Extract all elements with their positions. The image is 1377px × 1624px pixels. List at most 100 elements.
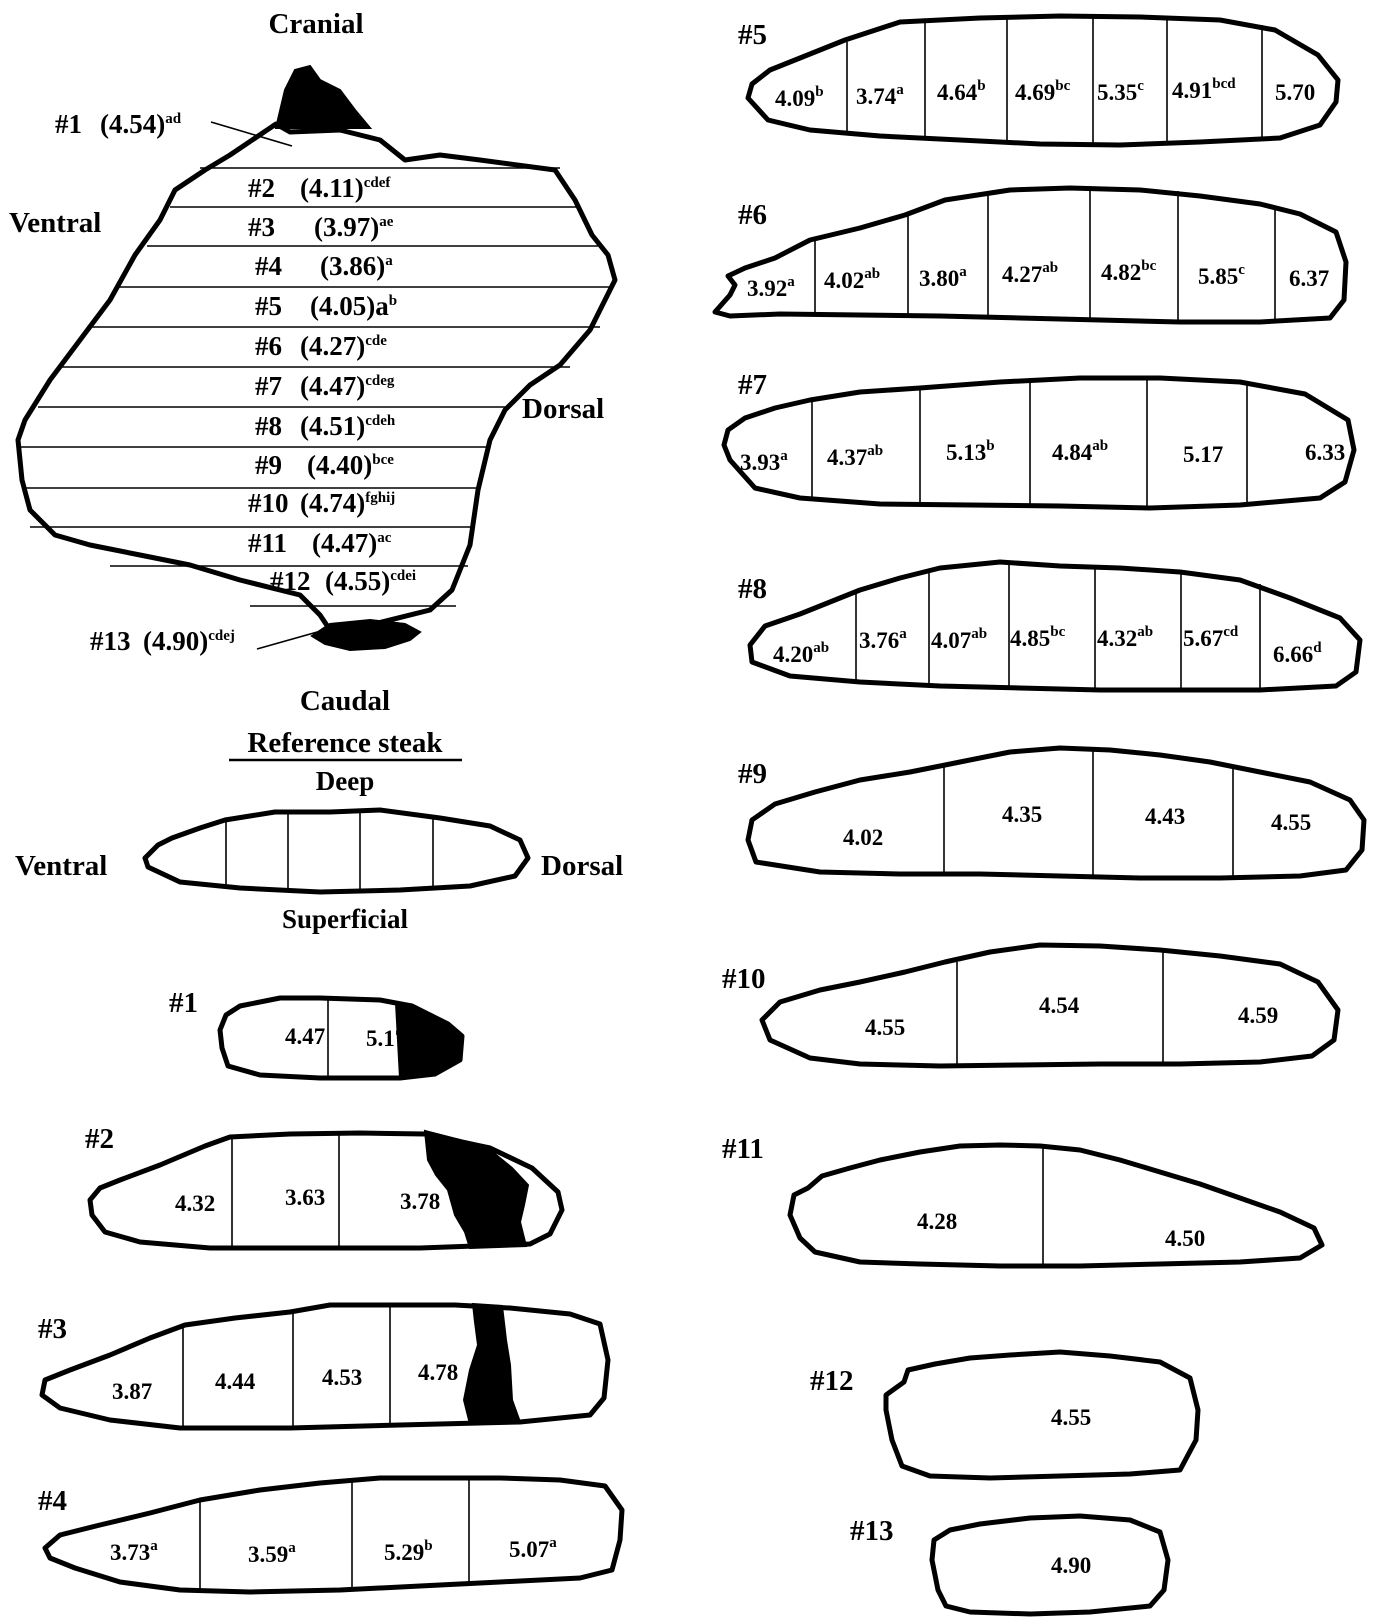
steak-id-label: #2 (85, 1123, 114, 1155)
slice-value: (4.74)fghij (300, 488, 395, 518)
cell-value: 4.07ab (931, 626, 987, 653)
slice-number: #6 (255, 331, 282, 361)
cell-value: 4.32 (175, 1191, 215, 1216)
cell-value: 3.87 (112, 1379, 152, 1404)
cell-value: 4.64b (937, 78, 986, 105)
cell-value: 4.35 (1002, 802, 1042, 827)
steak-11 (787, 1142, 1325, 1269)
superscript: cdeh (365, 413, 396, 429)
superscript: ab (1042, 260, 1058, 276)
superscript: b (815, 84, 823, 100)
slice-lines (20, 167, 612, 607)
superscript: bc (1055, 78, 1070, 94)
superscript: ab (971, 626, 987, 642)
superscript: b (977, 78, 985, 94)
steak-id-label: #4 (38, 1485, 67, 1517)
cell-value: 6.37 (1289, 266, 1329, 291)
reference-ventral-label: Ventral (15, 850, 107, 882)
cell-value: 4.53 (322, 1365, 362, 1390)
cell-value: 3.59a (248, 1540, 296, 1567)
slice-value: (4.47)cdeg (300, 371, 395, 401)
steak-3 (39, 1302, 611, 1431)
superscript: a (385, 253, 393, 269)
cell-value: 6.33 (1305, 440, 1345, 465)
superscript: bcd (1212, 76, 1236, 92)
slice-13-leader (256, 626, 336, 650)
steak-5 (745, 13, 1341, 148)
superscript: d (1313, 640, 1322, 656)
slice-number: #4 (255, 251, 282, 281)
reference-steak: Reference steak Deep Superficial Ventral… (15, 727, 623, 934)
cell-value: 3.63 (285, 1185, 325, 1210)
slice-value: (4.40)bce (307, 450, 394, 480)
superscript: c (1137, 78, 1144, 94)
reference-dorsal-label: Dorsal (541, 850, 623, 882)
cell-value: 4.44 (215, 1369, 256, 1394)
steak-id-label: #6 (738, 199, 767, 231)
cell-value: 3.78 (400, 1189, 440, 1214)
cell-value: 4.82bc (1101, 258, 1157, 285)
cell-value: 4.02ab (824, 266, 880, 293)
steak-7 (721, 375, 1357, 511)
cell-value: 5.70 (1275, 80, 1315, 105)
cell-value: 4.27ab (1002, 260, 1058, 287)
superscript: cdeg (365, 373, 395, 389)
slice-number: #10 (248, 488, 289, 518)
superficial-label: Superficial (282, 904, 408, 934)
cell-value: 6.66d (1273, 640, 1322, 667)
slice-value: (4.54)ad (100, 109, 182, 139)
cell-value: 4.78 (418, 1360, 458, 1385)
cell-value: 4.09b (775, 84, 824, 111)
superscript: cdej (208, 628, 235, 644)
ventral-label: Ventral (9, 207, 101, 239)
superscript: ad (165, 111, 182, 127)
cell-value: 4.50 (1165, 1226, 1205, 1251)
dorsal-label: Dorsal (522, 393, 604, 425)
superscript: cd (1223, 624, 1239, 640)
steak-id-label: #12 (810, 1365, 854, 1397)
main-muscle: Cranial Ventral Dorsal Caudal #1(4.54)ad… (9, 8, 618, 717)
cell-value: 4.37ab (827, 443, 883, 470)
reference-outline (142, 807, 531, 895)
cranial-fat-cap (274, 64, 373, 129)
cell-value: 3.93a (740, 448, 788, 475)
steak-id-label: #5 (738, 19, 767, 51)
steak-id-label: #1 (169, 987, 198, 1019)
superscript: a (959, 264, 967, 280)
steak-id-label: #3 (38, 1313, 67, 1345)
cell-value: 4.47 (285, 1024, 325, 1049)
cell-value: 4.54 (1039, 993, 1080, 1018)
cell-value: 5.13b (946, 438, 995, 465)
slice-number: #11 (248, 528, 287, 558)
steak-4 (42, 1475, 625, 1595)
slice-value: (4.27)cde (300, 331, 387, 361)
steak-10 (759, 942, 1341, 1069)
caudal-label: Caudal (300, 685, 390, 717)
superscript: bc (1050, 624, 1065, 640)
superscript: a (899, 626, 907, 642)
slice-value: (3.97)ae (314, 212, 394, 242)
steak-12 (883, 1349, 1201, 1481)
cell-value: 4.69bc (1015, 78, 1071, 105)
cell-value: 3.92a (747, 274, 795, 301)
reference-title: Reference steak (247, 727, 443, 759)
steak-9 (745, 745, 1367, 881)
cell-value: 5.85c (1198, 262, 1245, 289)
cell-value: 4.20ab (773, 640, 829, 667)
superscript: ac (377, 530, 392, 546)
slice-value: (4.11)cdef (300, 173, 391, 203)
superscript: ab (1137, 624, 1153, 640)
cell-value: 4.55 (1051, 1405, 1091, 1430)
cell-value: 5.67cd (1183, 624, 1239, 651)
slice-number: #2 (248, 173, 275, 203)
slice-value: (3.86)a (320, 251, 393, 281)
superscript: b (389, 293, 397, 309)
slice-value: (4.05)ab (310, 291, 397, 321)
slice-1-leader (210, 121, 293, 147)
superscript: a (288, 1540, 296, 1556)
superscript: ab (867, 443, 883, 459)
cell-value: 5.29b (384, 1538, 433, 1565)
cranial-label: Cranial (268, 8, 363, 40)
